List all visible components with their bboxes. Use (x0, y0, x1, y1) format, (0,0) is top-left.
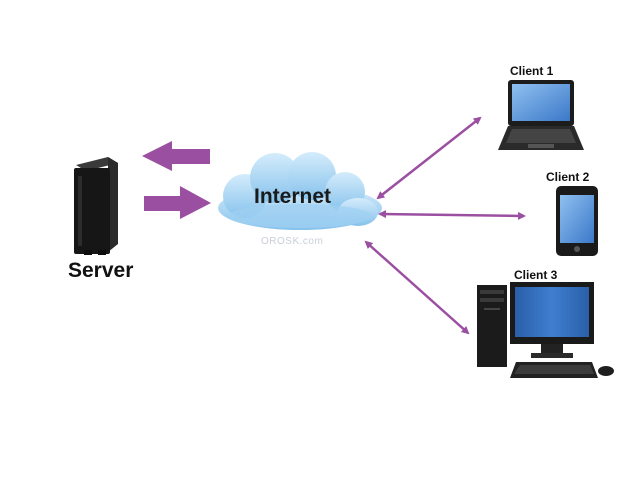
server-icon (74, 157, 118, 255)
internet-label: Internet (254, 185, 332, 208)
laptop-icon (498, 80, 584, 150)
client-1-label: Client 1 (510, 64, 554, 78)
arrow-from-internet (142, 141, 210, 171)
smartphone-icon (556, 186, 598, 256)
internet-cloud-icon (218, 152, 382, 230)
client-2-label: Client 2 (546, 170, 590, 184)
arrow-to-internet (144, 186, 211, 219)
server-label: Server (68, 259, 134, 282)
watermark-text: OROSK.com (261, 236, 324, 247)
client-3-label: Client 3 (514, 268, 558, 282)
desktop-computer-icon (477, 282, 614, 378)
server-to-internet-arrows (142, 141, 211, 219)
link-client-3 (364, 240, 470, 335)
link-client-2 (378, 210, 526, 220)
link-client-1 (376, 116, 482, 200)
